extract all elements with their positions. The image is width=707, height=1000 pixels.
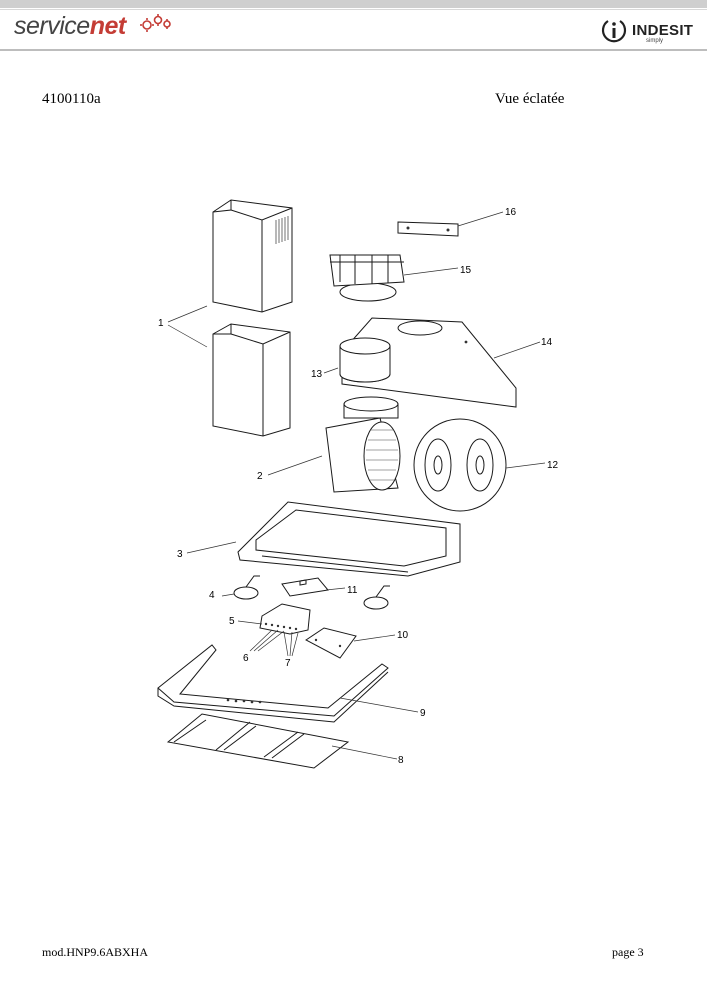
- indesit-logo-tagline: simply: [646, 38, 664, 44]
- callout-11: 11: [347, 585, 358, 596]
- callout-4: 4: [209, 590, 215, 601]
- header-top-rule: [0, 9, 707, 10]
- callout-2: 2: [257, 471, 263, 482]
- view-title: Vue éclatée: [495, 91, 565, 107]
- part-14-top-plate: [341, 317, 517, 408]
- callout-15: 15: [460, 265, 472, 276]
- part-2-blower: [325, 396, 401, 493]
- part-13-collar: [339, 337, 391, 383]
- header-divider: [0, 49, 707, 51]
- indesit-logo-icon: [601, 20, 627, 43]
- part-1-chimney-cover-lower: [212, 323, 291, 437]
- callout-8: 8: [398, 755, 404, 766]
- servicenet-logo: servicenet: [14, 12, 126, 41]
- callout-13: 13: [311, 369, 323, 380]
- callout-3: 3: [177, 549, 183, 560]
- part-5-control-box: [259, 603, 311, 635]
- part-8-grease-filters: [166, 713, 350, 769]
- model-number: mod.HNP9.6ABXHA: [42, 945, 149, 959]
- part-1-chimney-cover-upper: [212, 199, 293, 313]
- callout-14: 14: [541, 337, 553, 348]
- part-16-bracket: [397, 221, 459, 237]
- callout-7: 7: [285, 658, 291, 669]
- indesit-logo-text: INDESIT: [632, 22, 694, 39]
- servicenet-logo-word1: service: [14, 12, 90, 40]
- callout-16: 16: [505, 207, 517, 218]
- callout-5: 5: [229, 616, 235, 627]
- part-4-lamp-right: [363, 585, 390, 610]
- document-code: 4100110a: [42, 91, 101, 107]
- part-3-frame: [237, 501, 461, 577]
- page-number: page 3: [612, 945, 644, 959]
- servicenet-logo-word2: net: [89, 12, 127, 40]
- part-12-carbon-filters: [413, 418, 507, 512]
- part-15-motor: [329, 254, 405, 302]
- part-9-front-panel: [157, 644, 389, 723]
- part-10-mounting-plate: [305, 627, 357, 659]
- callout-9: 9: [420, 708, 426, 719]
- part-11-transformer: [281, 577, 329, 597]
- gears-icon: [140, 14, 171, 32]
- callout-6: 6: [243, 653, 249, 664]
- callout-10: 10: [397, 630, 409, 641]
- part-4-lamp: [233, 575, 260, 600]
- header-top-bar: [0, 0, 707, 8]
- callout-1: 1: [158, 318, 164, 329]
- callout-12: 12: [547, 460, 559, 471]
